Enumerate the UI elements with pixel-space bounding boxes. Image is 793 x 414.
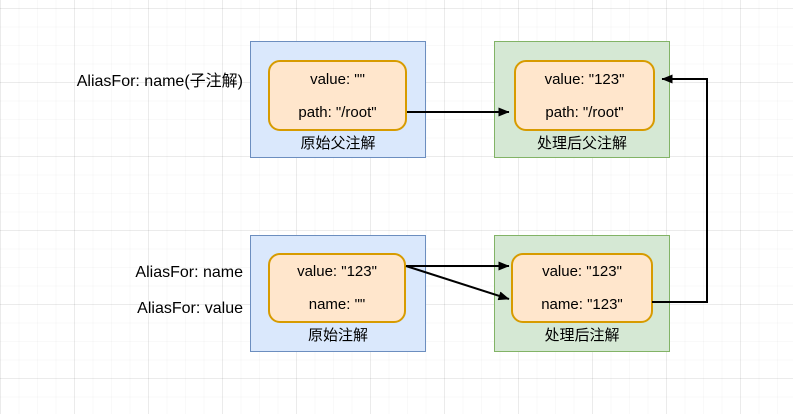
parent-source-path: path: "/root" <box>298 103 377 121</box>
child-source-value: value: "123" <box>297 263 377 280</box>
node-parent-processed-group[interactable]: value: "123" path: "/root" 处理后父注解 <box>494 41 670 158</box>
parent-source-value: value: "" <box>310 70 365 88</box>
parent-processed-caption: 处理后父注解 <box>536 135 627 152</box>
label-aliasfor-child: AliasFor: name(子注解) <box>76 73 243 90</box>
child-source-caption: 原始注解 <box>307 327 368 344</box>
label-aliasfor-name: AliasFor: name <box>135 264 243 281</box>
parent-processed-path: path: "/root" <box>545 103 624 121</box>
child-processed-name: name: "123" <box>541 296 623 313</box>
node-child-processed-group[interactable]: value: "123" name: "123" 处理后注解 <box>494 235 670 352</box>
child-processed-value: value: "123" <box>542 263 622 280</box>
node-parent-processed-card[interactable]: value: "123" path: "/root" <box>514 60 655 131</box>
child-source-name: name: "" <box>308 296 366 313</box>
node-parent-source-card[interactable]: value: "" path: "/root" <box>268 60 407 131</box>
parent-source-caption: 原始父注解 <box>300 135 376 152</box>
label-aliasfor-value: AliasFor: value <box>137 300 243 317</box>
parent-processed-value: value: "123" <box>544 70 625 88</box>
node-child-source-card[interactable]: value: "123" name: "" <box>268 253 406 323</box>
node-child-processed-card[interactable]: value: "123" name: "123" <box>511 253 653 323</box>
node-child-source-group[interactable]: value: "123" name: "" 原始注解 <box>250 235 426 352</box>
node-parent-source-group[interactable]: value: "" path: "/root" 原始父注解 <box>250 41 426 158</box>
child-processed-caption: 处理后注解 <box>544 327 620 344</box>
